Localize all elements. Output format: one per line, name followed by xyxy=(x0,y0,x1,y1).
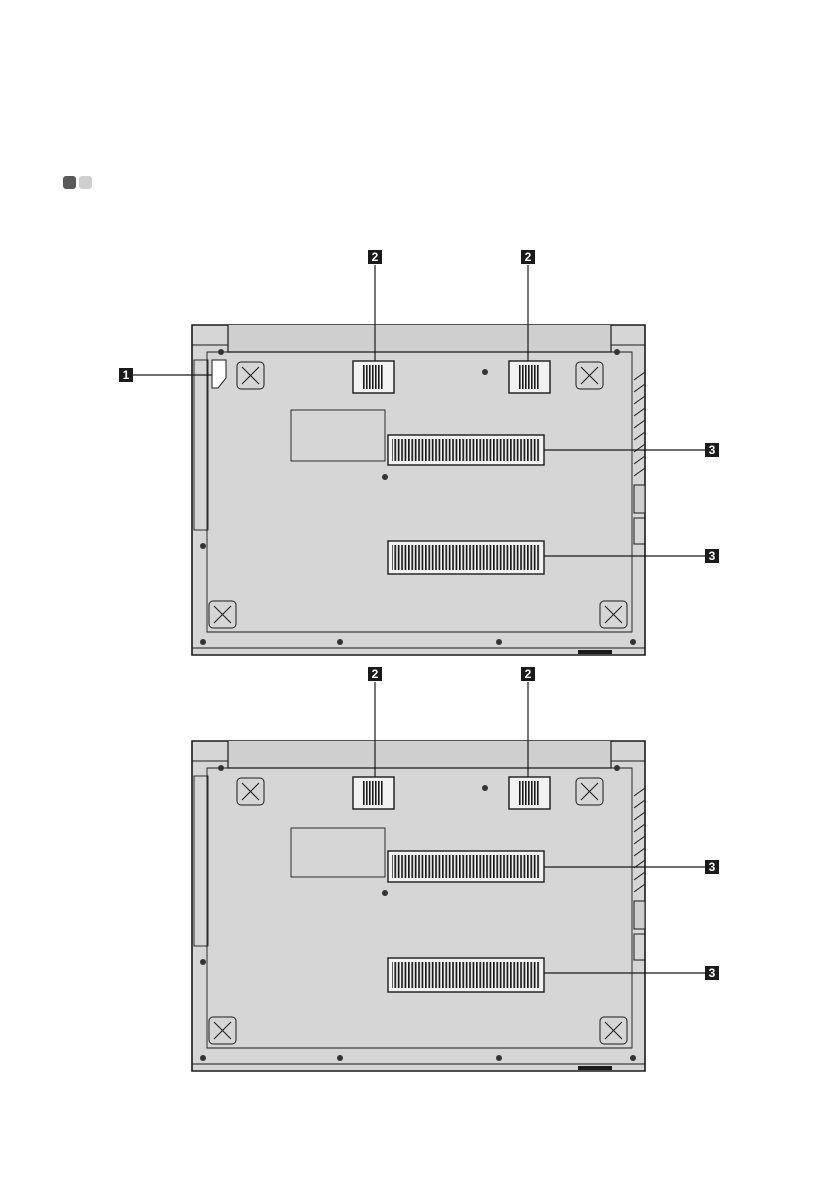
callout-1: 1 xyxy=(119,368,133,382)
laptop-bottom-view-1 xyxy=(133,265,705,655)
callout-2-right-speaker: 2 xyxy=(521,667,535,681)
callout-2-left-speaker: 2 xyxy=(368,250,382,264)
laptop-bottom-view-2 xyxy=(192,682,705,1071)
callout-3-lower-vent: 3 xyxy=(705,549,719,563)
callout-2-right-speaker: 2 xyxy=(521,250,535,264)
callout-3-upper-vent: 3 xyxy=(705,443,719,457)
callout-2-left-speaker: 2 xyxy=(368,667,382,681)
callout-3-lower-vent: 3 xyxy=(705,966,719,980)
callout-3-upper-vent: 3 xyxy=(705,860,719,874)
